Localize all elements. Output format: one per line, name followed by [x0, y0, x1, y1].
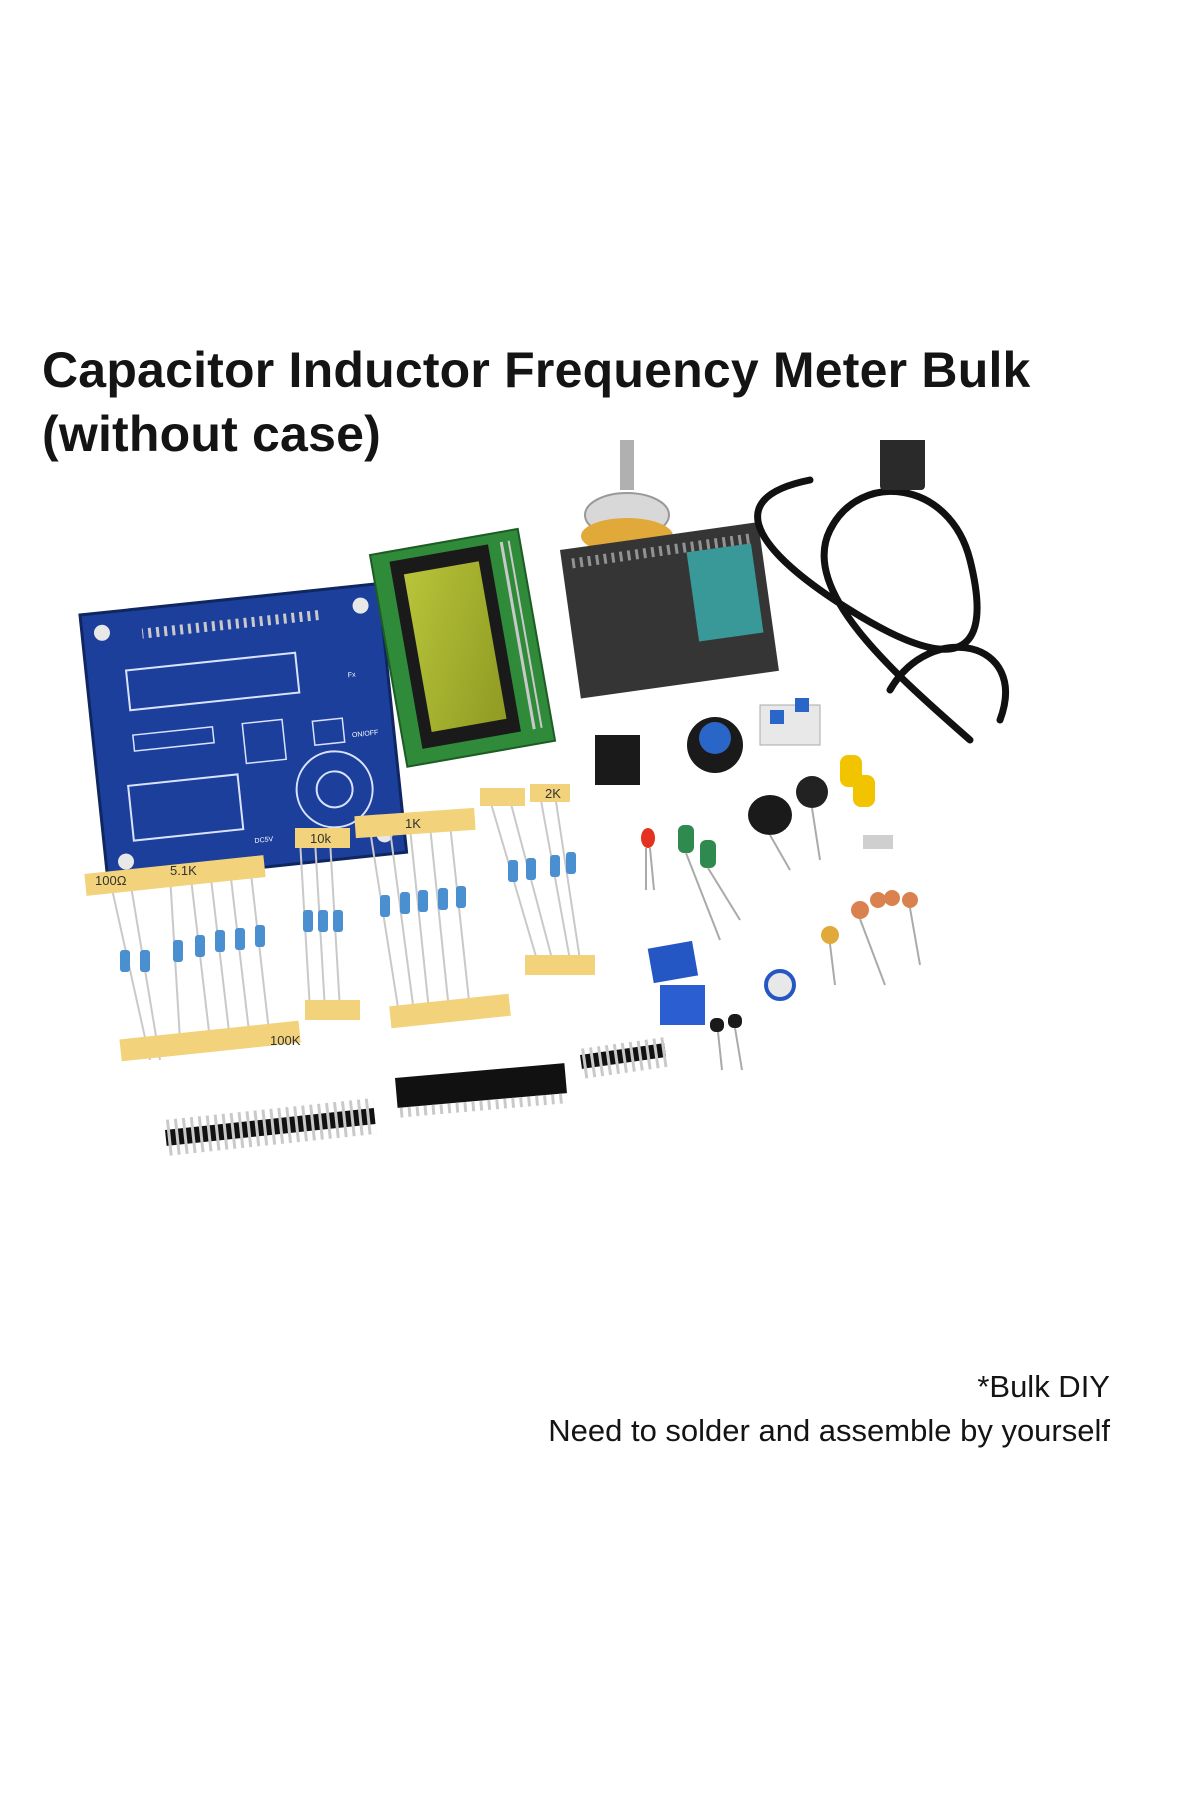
- green-inductors: [678, 825, 741, 941]
- resistor-bundle-1: 100Ω 5.1K 100K: [84, 855, 301, 1062]
- pcb-label-dc5v: DC5V: [254, 836, 274, 845]
- resistor-bundle-2: 10k: [295, 828, 360, 1020]
- tape-label-5k1: 5.1K: [170, 863, 197, 878]
- pcb-label-onoff: ON/OFF: [352, 729, 379, 739]
- title-line-1: Capacitor Inductor Frequency Meter Bulk: [42, 342, 1031, 398]
- footer-note: *Bulk DIY Need to solder and assemble by…: [548, 1365, 1110, 1453]
- resistor-bundle-4: 2K: [480, 784, 595, 975]
- pin-header-long: [163, 1098, 377, 1156]
- yellow-capacitors: [840, 755, 875, 807]
- title-line-2: (without case): [42, 406, 381, 462]
- trim-potentiometers: [647, 940, 796, 1025]
- tape-label-1k: 1K: [405, 816, 421, 831]
- tape-label-2k: 2K: [545, 786, 561, 801]
- tape-label-100k: 100K: [270, 1033, 301, 1048]
- dc-jack: [595, 735, 640, 785]
- product-title: Capacitor Inductor Frequency Meter Bulk …: [42, 338, 1162, 466]
- female-header: [395, 1063, 567, 1118]
- ceramic-capacitors: [821, 890, 921, 986]
- lcd-module: [368, 527, 557, 768]
- usb-cable: [754, 440, 1009, 744]
- pcb-label-fx: Fx: [347, 671, 356, 679]
- pcb-board: ON/OFF DC5V Fx: [78, 581, 409, 886]
- inductors: [748, 776, 828, 871]
- pin-header-short: [579, 1037, 668, 1079]
- resistor-bundle-3: 1K: [354, 807, 511, 1029]
- ic-socket-pack: [560, 522, 779, 699]
- push-switches: [759, 704, 821, 746]
- tape-label-100ohm: 100Ω: [95, 873, 127, 888]
- note-line-1: *Bulk DIY: [977, 1369, 1110, 1404]
- crystal: [863, 835, 893, 849]
- tape-label-10k: 10k: [310, 831, 331, 846]
- transistors: [710, 1014, 743, 1071]
- red-led: [641, 828, 655, 848]
- note-line-2: Need to solder and assemble by yourself: [548, 1413, 1110, 1448]
- kit-components-photo: ON/OFF DC5V Fx: [78, 440, 1009, 1156]
